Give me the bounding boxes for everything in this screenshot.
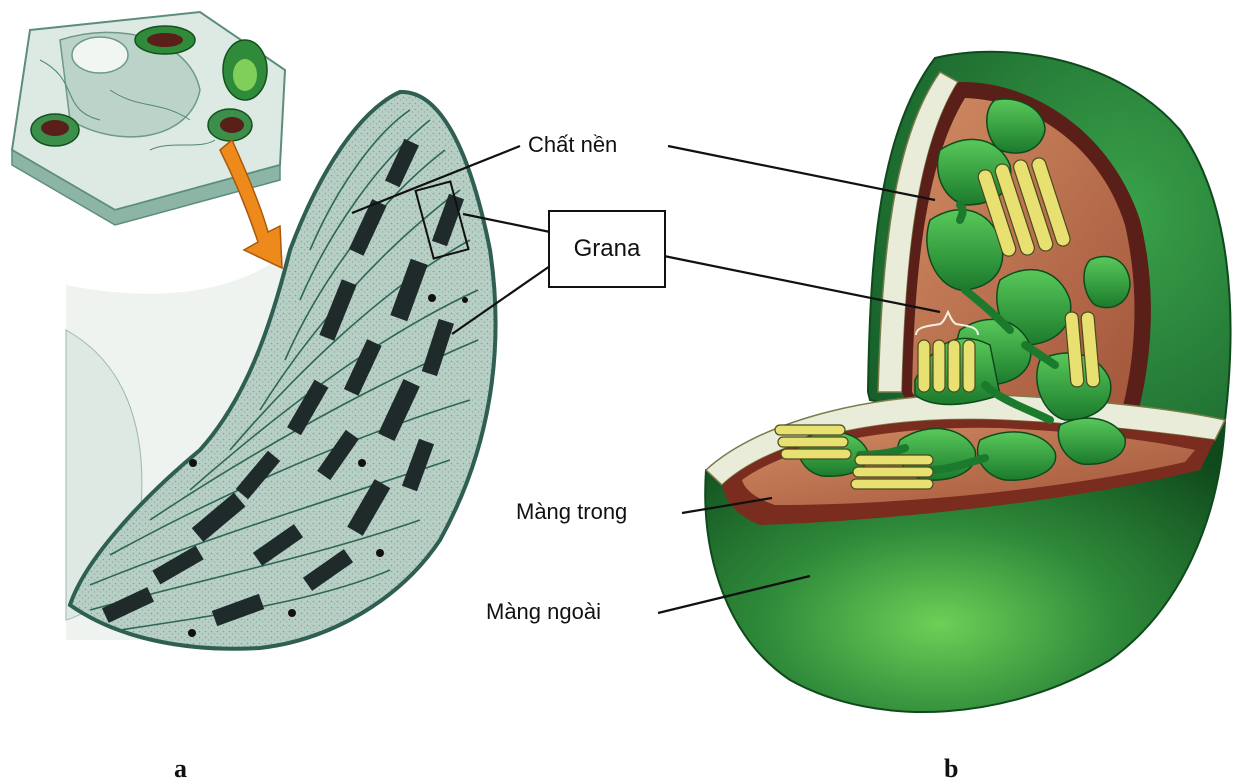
outer-membrane-label: Màng ngoài [486, 601, 601, 623]
chloroplast-3d [705, 52, 1230, 712]
stroma-label: Chất nền [528, 134, 617, 156]
panel-label-b: b [944, 756, 958, 782]
grana-label-box: Grana [548, 210, 666, 288]
granum-front-left [775, 425, 851, 459]
granum-front-center [851, 455, 933, 489]
inner-membrane-label: Màng trong [516, 501, 627, 523]
panel-label-a: a [174, 756, 187, 782]
